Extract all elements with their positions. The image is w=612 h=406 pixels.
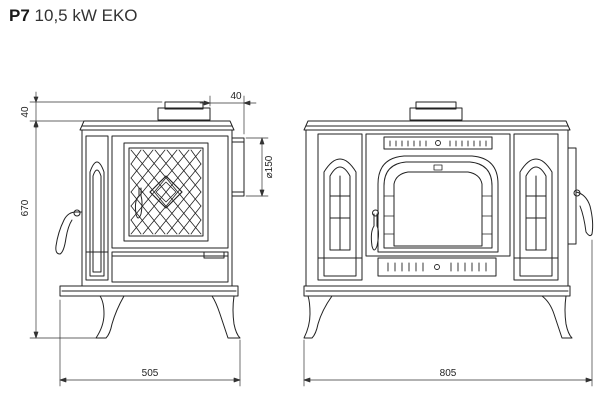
front-leg-right bbox=[541, 295, 573, 339]
model-name: P7 bbox=[9, 6, 30, 25]
dim-label-width: 805 bbox=[440, 368, 457, 379]
dimension-lines bbox=[29, 91, 593, 387]
front-door bbox=[365, 133, 511, 257]
side-air-lever bbox=[55, 211, 83, 255]
model-spec: 10,5 kW EKO bbox=[34, 6, 138, 25]
side-top-plate bbox=[79, 120, 235, 131]
page-title: P7 10,5 kW EKO bbox=[9, 6, 138, 26]
side-rear-outlet bbox=[231, 137, 245, 197]
front-body bbox=[305, 129, 569, 287]
side-door-handle bbox=[134, 187, 143, 219]
front-view bbox=[303, 101, 594, 339]
front-leg-left bbox=[303, 295, 333, 339]
side-flue-pipe bbox=[164, 101, 204, 110]
front-side-rail bbox=[567, 147, 577, 245]
side-flue-collar bbox=[157, 107, 211, 121]
side-door bbox=[111, 135, 229, 249]
dim-label-height: 670 bbox=[20, 199, 31, 216]
side-left-panel bbox=[85, 135, 109, 281]
front-door-handle bbox=[370, 213, 379, 251]
front-base bbox=[303, 285, 571, 297]
top-air-vent bbox=[383, 136, 493, 150]
door-glass bbox=[393, 171, 483, 247]
dim-label-depth: 505 bbox=[142, 368, 159, 379]
side-ash-drawer bbox=[111, 251, 229, 283]
front-flue-pipe bbox=[415, 101, 457, 110]
side-leg-front bbox=[95, 295, 125, 339]
dim-label-top-offset: 40 bbox=[20, 106, 31, 118]
front-flue-collar bbox=[409, 107, 463, 121]
side-view bbox=[55, 101, 245, 339]
door-glass-frame bbox=[377, 155, 499, 253]
front-left-panel bbox=[317, 133, 363, 281]
front-top-plate bbox=[303, 120, 571, 131]
side-door-frame bbox=[123, 142, 209, 242]
front-air-lever bbox=[575, 191, 594, 237]
side-leg-rear bbox=[211, 295, 241, 339]
dim-label-flue-diameter: ⌀150 bbox=[264, 155, 275, 178]
front-right-panel bbox=[513, 133, 559, 281]
ash-door-vent bbox=[377, 257, 497, 277]
dim-label-flue-offset: 40 bbox=[230, 91, 242, 102]
door-lattice bbox=[130, 149, 202, 235]
side-base bbox=[59, 285, 239, 297]
